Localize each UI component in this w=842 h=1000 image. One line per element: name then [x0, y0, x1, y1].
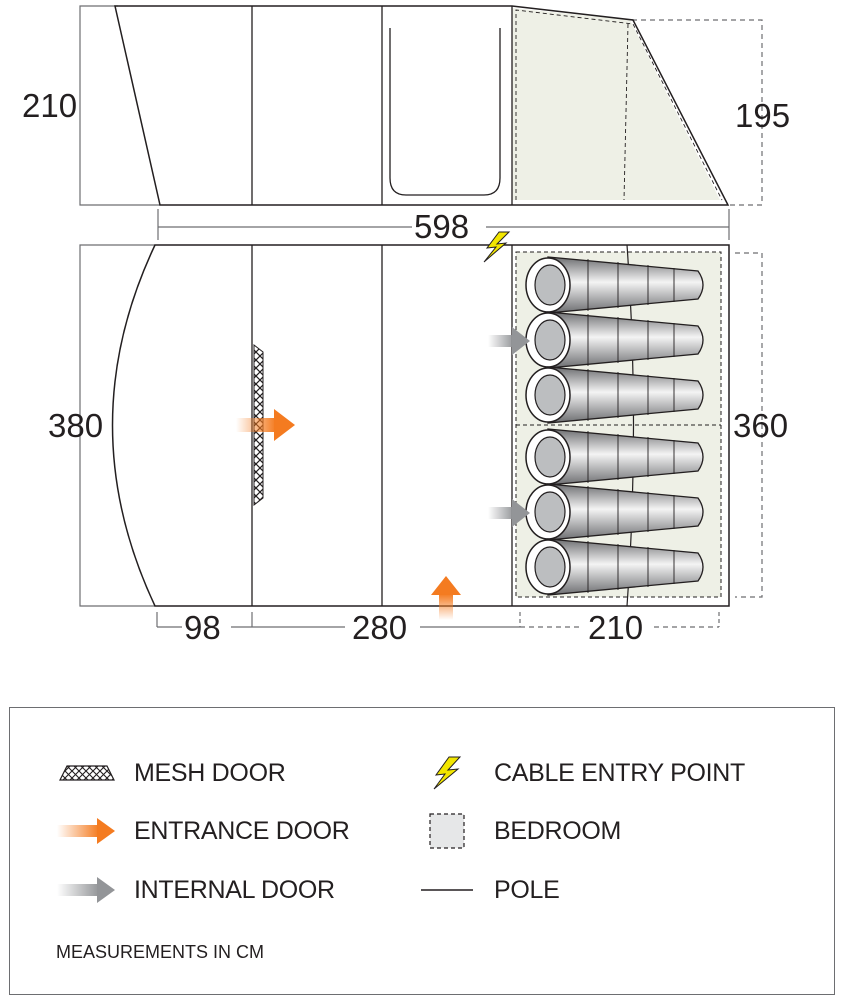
internal-door-arrow-2	[488, 499, 530, 527]
floor-right-dim-bracket	[735, 252, 763, 598]
side-outline	[114, 5, 730, 206]
dim-side-right-height: 195	[735, 97, 790, 134]
legend-item-bedroom: BEDROOM	[416, 811, 621, 851]
legend-label-cable-entry: CABLE ENTRY POINT	[494, 758, 745, 787]
side-bedroom-fill	[512, 8, 630, 200]
legend-label-bedroom: BEDROOM	[494, 816, 622, 845]
dim-floor-right-width: 360	[733, 407, 788, 444]
side-window	[389, 28, 501, 196]
cable-entry-marker	[483, 231, 511, 263]
length-dimension	[157, 209, 730, 240]
floor-outline	[111, 244, 730, 607]
side-left-dim-bracket	[79, 5, 160, 206]
measurements-note: MEASUREMENTS IN CM	[56, 942, 265, 962]
internal-door-icon	[56, 872, 118, 908]
legend-item-mesh-door: MESH DOOR	[56, 753, 286, 793]
cable-entry-icon	[416, 755, 478, 791]
bedroom-icon	[416, 813, 478, 849]
internal-door-arrow-1	[488, 327, 530, 355]
legend-label-pole: POLE	[494, 875, 560, 904]
legend-item-internal-door: INTERNAL DOOR	[56, 870, 335, 910]
dim-porch-depth: 98	[184, 609, 221, 646]
legend-item-cable-entry: CABLE ENTRY POINT	[416, 753, 745, 793]
dim-bedroom-length: 210	[588, 609, 643, 646]
bottom-dimensions	[156, 612, 720, 628]
pole-icon	[416, 872, 478, 908]
mesh-door-icon	[56, 755, 118, 791]
legend-label-mesh-door: MESH DOOR	[134, 758, 286, 787]
dim-living-length: 280	[352, 609, 407, 646]
legend-label-entrance-door: ENTRANCE DOOR	[134, 816, 350, 845]
side-right-dim-bracket	[560, 19, 763, 206]
legend: MESH DOOR ENTRANCE DOOR	[9, 707, 835, 995]
dim-floor-left-width: 380	[48, 407, 103, 444]
dim-total-length: 598	[414, 208, 469, 245]
legend-label-internal-door: INTERNAL DOOR	[134, 875, 335, 904]
side-poles	[251, 6, 513, 205]
entrance-door-icon	[56, 813, 118, 849]
floor-plan	[79, 231, 763, 620]
legend-item-entrance-door: ENTRANCE DOOR	[56, 811, 350, 851]
entrance-arrow-side	[236, 409, 295, 441]
side-elevation	[79, 5, 763, 206]
legend-item-pole: POLE	[416, 870, 560, 910]
entrance-arrow-front	[431, 576, 461, 620]
dim-side-left-height: 210	[22, 87, 77, 124]
floor-left-dim-bracket	[79, 244, 155, 607]
tent-floor-plan: 210 195 598 380 360 98 280 210	[22, 5, 790, 646]
